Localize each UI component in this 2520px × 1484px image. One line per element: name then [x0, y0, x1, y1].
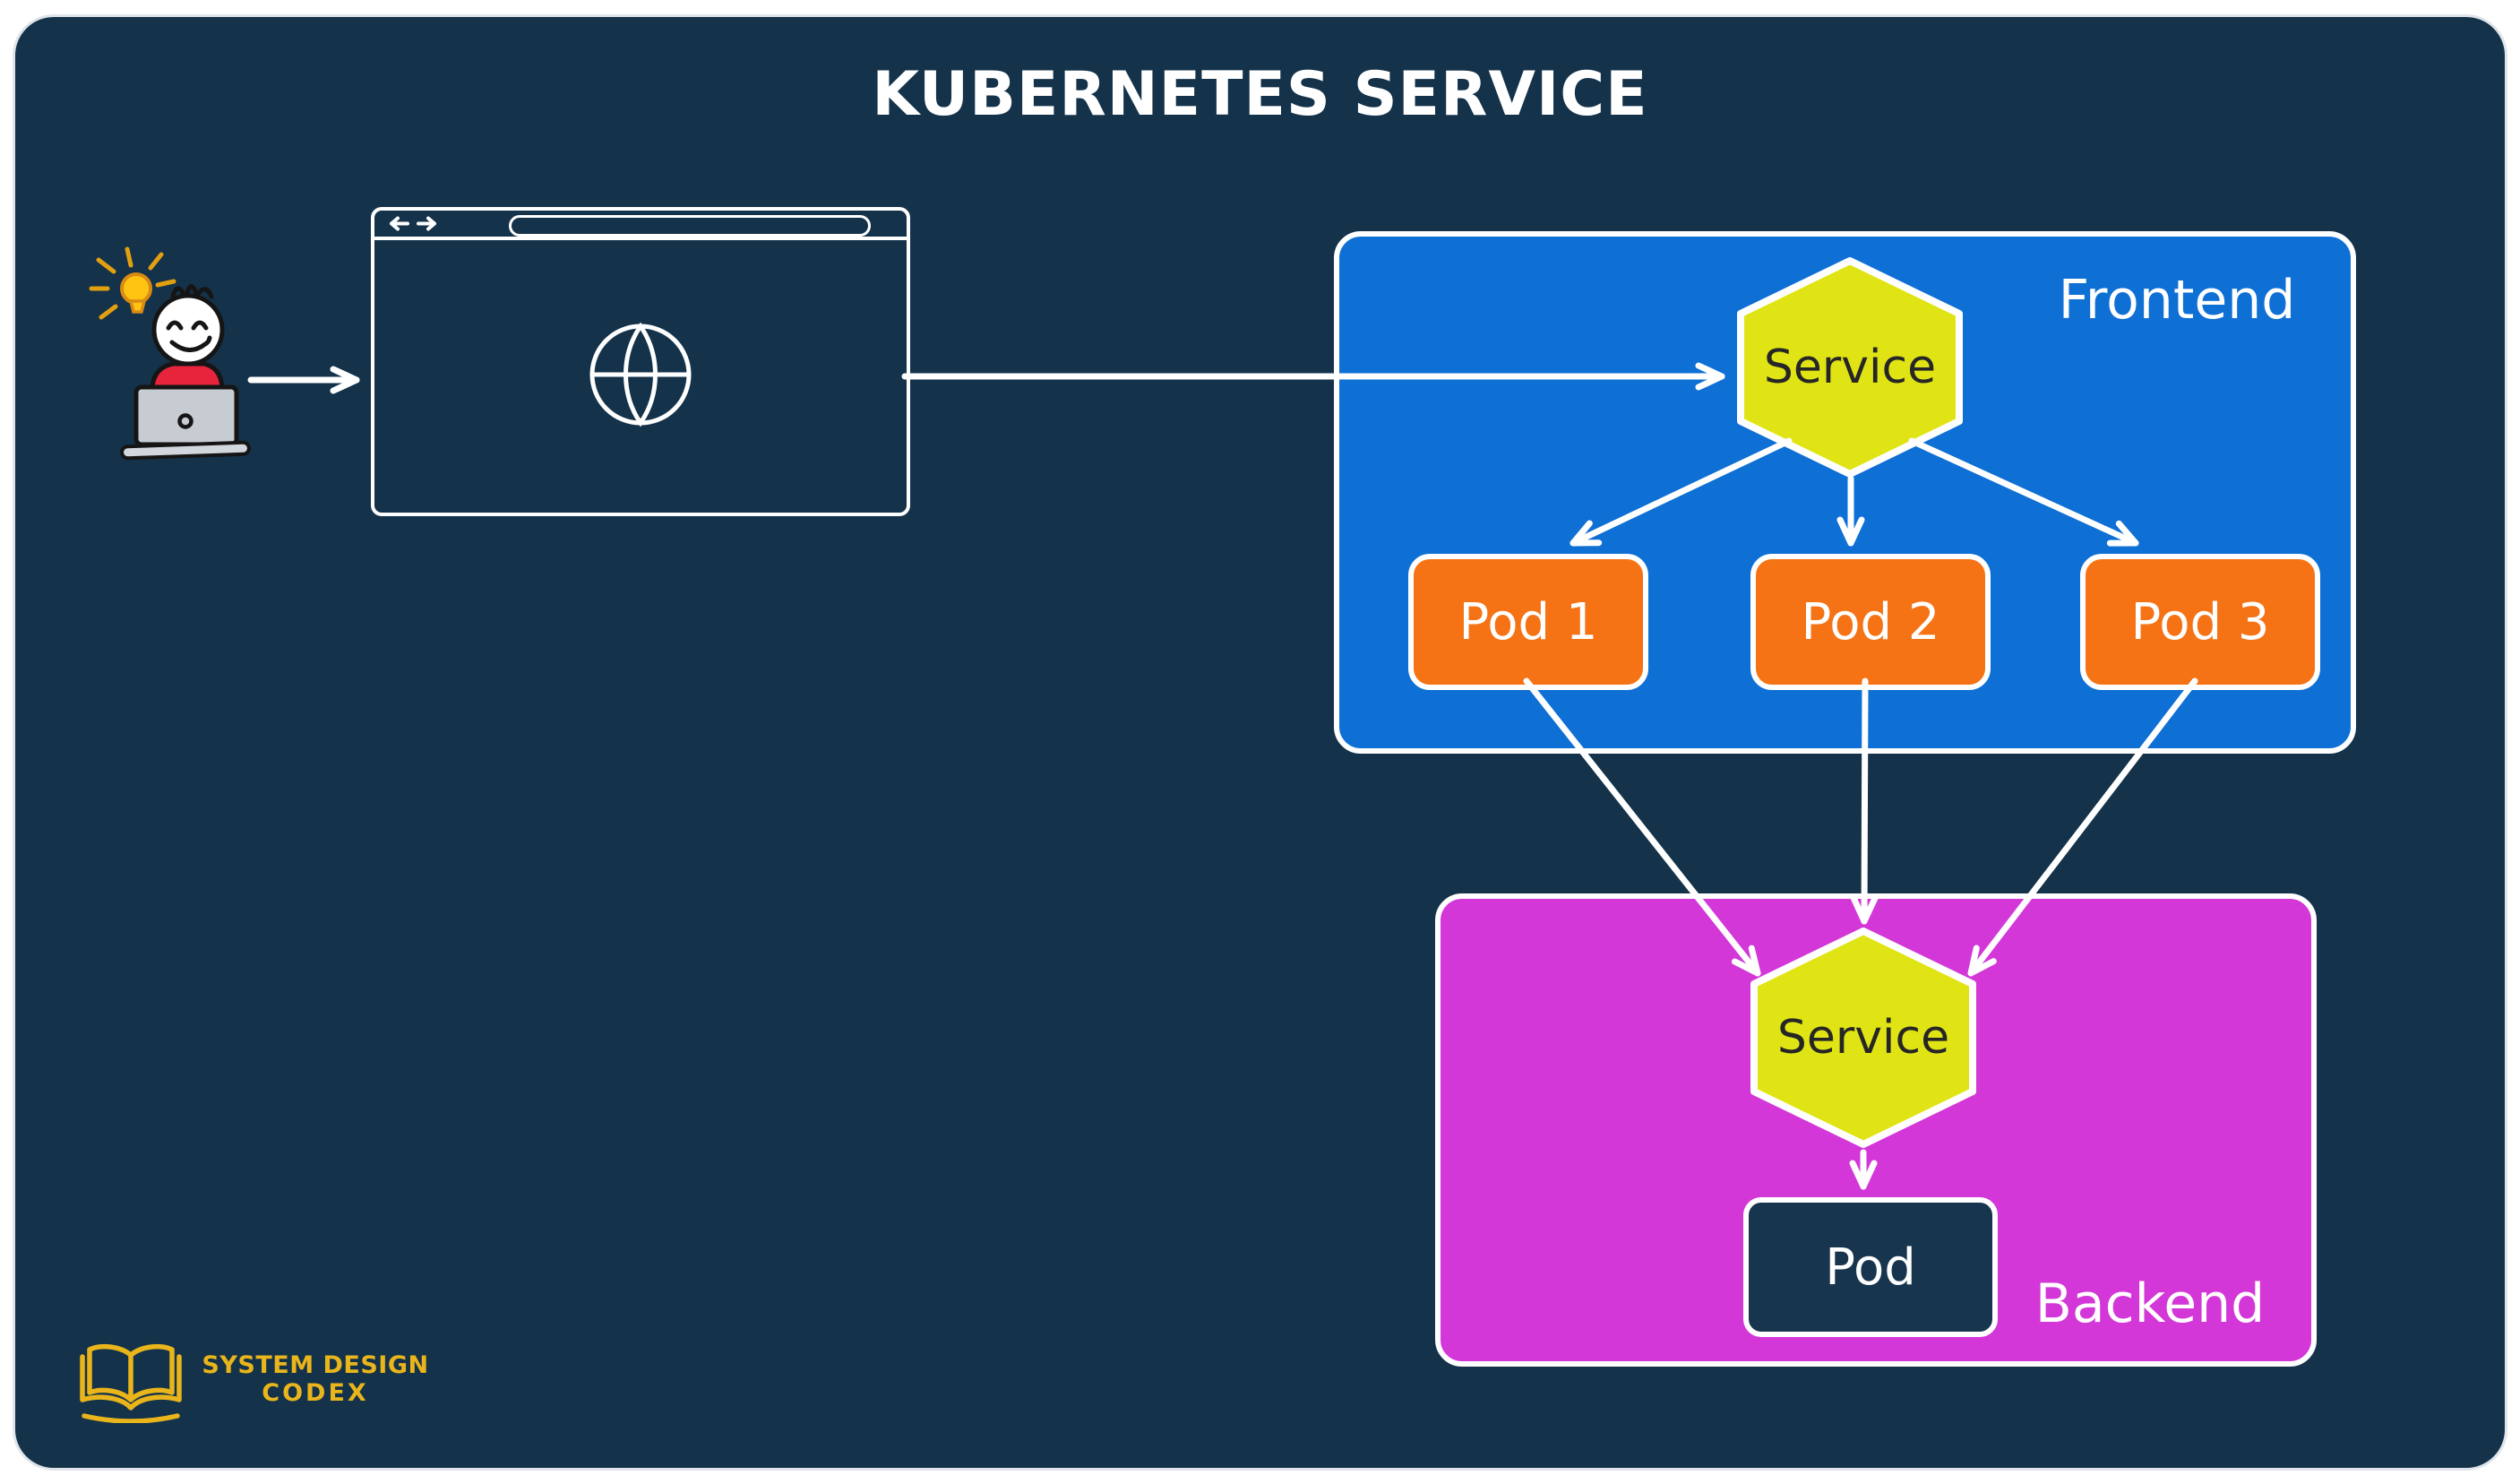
frontend-pod-3: Pod 3 [2080, 554, 2320, 690]
page-title: KUBERNETES SERVICE [872, 59, 1648, 130]
browser-window [371, 207, 910, 516]
open-book-icon [80, 1343, 182, 1423]
browser-toolbar [374, 211, 907, 240]
frontend-service-label: Service [1763, 341, 1937, 394]
hexagon-shape [1737, 257, 1963, 478]
hexagon-shape [1750, 928, 1976, 1148]
frontend-pod-1: Pod 1 [1408, 554, 1648, 690]
browser-content [374, 240, 907, 509]
globe-icon [589, 322, 692, 427]
back-forward-arrows-icon [390, 216, 436, 231]
backend-service-label: Service [1776, 1011, 1950, 1065]
frontend-service-node: Service [1736, 256, 1964, 479]
frontend-label: Frontend [2058, 269, 2296, 332]
logo-line-2: CODEX [262, 1379, 369, 1408]
backend-pod: Pod [1743, 1197, 1998, 1337]
backend-service-node: Service [1750, 927, 1977, 1149]
address-bar [509, 215, 871, 237]
frontend-pod-2: Pod 2 [1750, 554, 1991, 690]
logo-text: SYSTEM DESIGN CODEX [188, 1351, 443, 1408]
backend-label: Backend [2034, 1273, 2266, 1335]
logo-line-1: SYSTEM DESIGN [202, 1351, 429, 1379]
